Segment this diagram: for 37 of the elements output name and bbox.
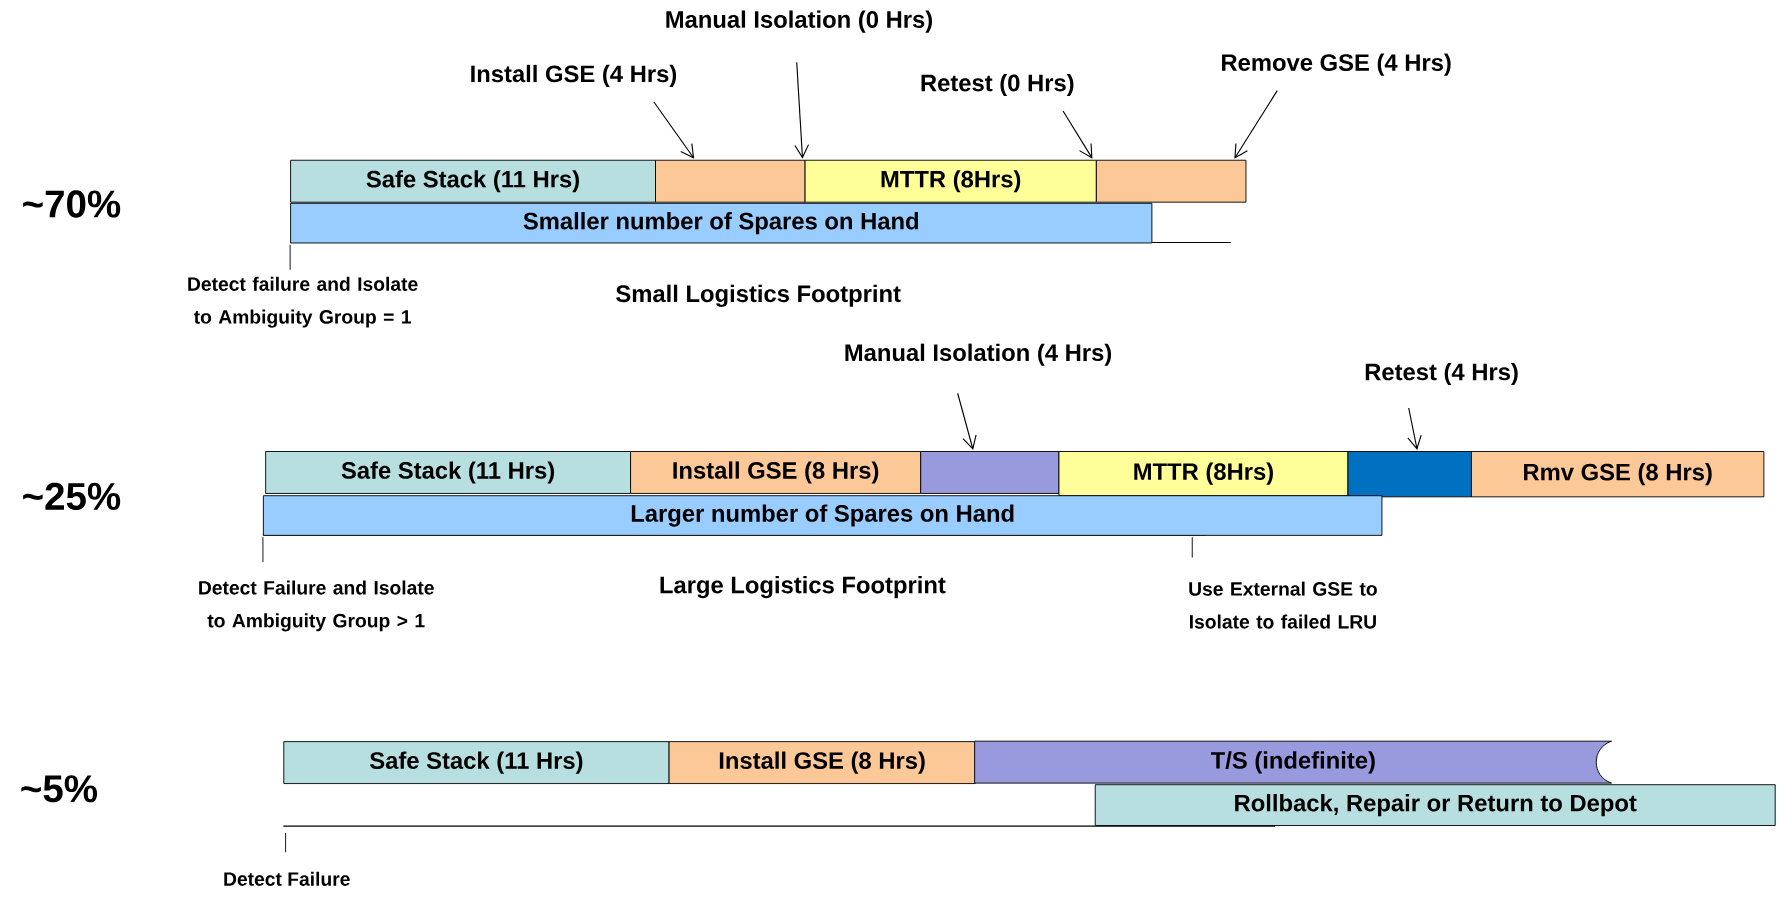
task-bar: Rmv GSE (8 Hrs) [1471,451,1765,498]
arrow [957,392,977,451]
task-bar: Safe Stack (11 Hrs) [265,451,632,495]
annotation-text: Manual Isolation (4 Hrs) [845,343,1112,367]
annotation-text: Manual Isolation (0 Hrs) [666,10,932,33]
event-label: Detect failure and Isolate to Ambiguity Group = 1 [188,277,418,328]
arrow [653,101,695,159]
task-bar: MTTR (8Hrs) [804,160,1097,203]
task-bar [655,160,806,203]
task-bar: Rollback, Repair or Return to Depot [1094,784,1776,827]
task-bar: Install GSE (8 Hrs) [668,741,976,785]
task-bar: Safe Stack (11 Hrs) [283,741,670,785]
arrow [1407,407,1422,451]
annotation-text: Retest (4 Hrs) [1365,363,1518,386]
footprint-label: Small Logistics Footprint [616,284,901,308]
percentage-label: ~25% [23,482,121,511]
annotation-text: Retest (0 Hrs) [921,74,1074,97]
spares-bar: Larger number of Spares on Hand [262,495,1383,537]
event-label: Use External GSE to Isolate to failed LRU [1189,581,1377,629]
spares-bar: Smaller number of Spares on Hand [290,203,1153,244]
task-bar [920,451,1060,495]
task-bar [1095,160,1247,203]
event-label: Detect Failure [224,871,350,887]
arrow [794,62,810,159]
task-bar: Install GSE (8 Hrs) [630,451,922,495]
event-label: Detect Failure and Isolate to Ambiguity Group > 1 [199,580,434,632]
percentage-label: ~70% [23,190,121,218]
percentage-label: ~5% [21,775,97,803]
annotation-text: Install GSE (4 Hrs) [471,65,677,88]
task-bar: T/S (indefinite) [974,740,1612,784]
task-bar: MTTR (8Hrs) [1058,451,1349,497]
annotation-text: Remove GSE (4 Hrs) [1222,53,1451,76]
task-bar [1347,451,1472,498]
footprint-label: Large Logistics Footprint [660,576,946,599]
arrow [1234,90,1278,159]
task-bar: Safe Stack (11 Hrs) [290,160,656,203]
arrow [1062,110,1093,159]
